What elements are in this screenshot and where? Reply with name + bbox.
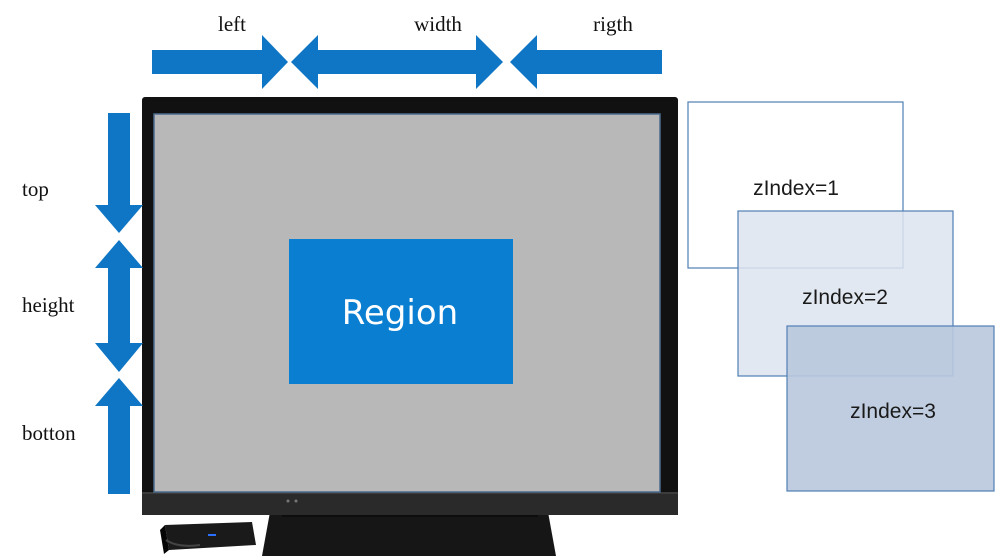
top-label: top bbox=[22, 177, 49, 201]
z-layer-3-label: zIndex=3 bbox=[850, 400, 936, 423]
media-player-icon bbox=[160, 522, 256, 554]
region-box: Region bbox=[289, 239, 513, 384]
z-layer-1-label: zIndex=1 bbox=[753, 177, 839, 200]
width-label: width bbox=[414, 12, 462, 36]
left-arrow-icon bbox=[152, 35, 288, 89]
right-label: rigth bbox=[593, 12, 633, 36]
height-label: height bbox=[22, 293, 75, 317]
tv-button-dot bbox=[286, 499, 290, 503]
right-arrow-icon bbox=[510, 35, 662, 89]
tv-chin bbox=[142, 492, 678, 515]
top-arrow-icon bbox=[95, 113, 143, 233]
tv-chin-edge bbox=[142, 492, 678, 494]
tv-button-dot bbox=[294, 499, 298, 503]
bottom-arrow-icon bbox=[95, 378, 143, 494]
height-arrow-icon bbox=[95, 240, 143, 372]
z-layer-3: zIndex=3 bbox=[786, 325, 995, 492]
left-label: left bbox=[218, 12, 246, 36]
device-led bbox=[208, 534, 216, 536]
bottom-label: botton bbox=[22, 421, 76, 445]
tv-stand bbox=[262, 512, 556, 556]
width-arrow-icon bbox=[291, 35, 503, 89]
z-layer-2-label: zIndex=2 bbox=[802, 286, 888, 309]
region-label: Region bbox=[342, 293, 458, 333]
